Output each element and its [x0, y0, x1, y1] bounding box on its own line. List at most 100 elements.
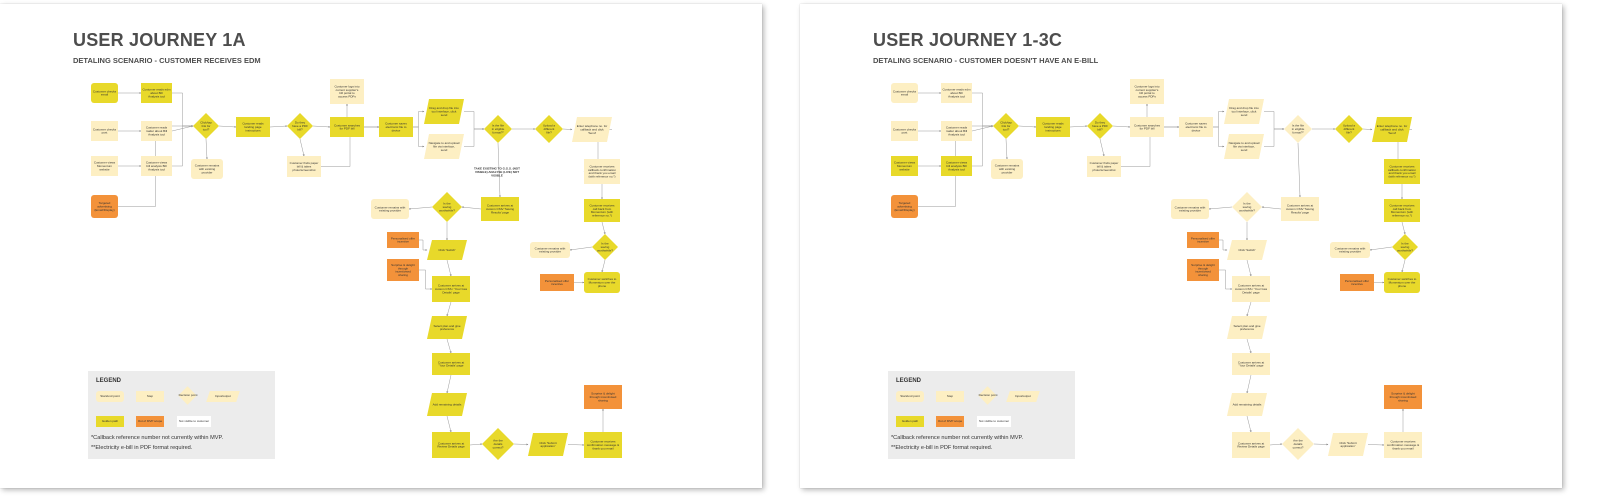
connector-line [1246, 374, 1252, 394]
node-shape [1179, 117, 1213, 137]
connector-line [1367, 443, 1385, 446]
legend-start-end-label: Start/end point [100, 393, 120, 398]
node-shape [1224, 134, 1264, 159]
flow-node-p4: Click 'Switch' [1227, 240, 1267, 260]
node-shape [1087, 113, 1113, 139]
connector-line [461, 206, 482, 210]
node-shape [941, 121, 972, 141]
connector-line [446, 338, 452, 354]
page-title: USER JOURNEY 1A [73, 30, 246, 50]
connector-line [1018, 125, 1037, 128]
node-shape [991, 159, 1023, 179]
connector-line [1246, 301, 1252, 317]
flow-node-b11: Customer arrives at'Your Details' page [432, 353, 470, 375]
legend-input-output-label: Input/output [215, 393, 231, 398]
node-shape [1036, 117, 1070, 137]
node-shape [141, 121, 172, 141]
connector-line [446, 415, 452, 433]
legend-step-label: Step [946, 393, 954, 398]
node-shape [91, 195, 118, 218]
connector-line [1261, 206, 1282, 210]
legend-step: Step [136, 391, 164, 402]
node-shape [540, 274, 574, 291]
connector-line [1208, 206, 1233, 210]
node-shape [1227, 240, 1267, 260]
legend-golden-path-label: Golden path [901, 418, 919, 423]
node-shape [891, 195, 918, 218]
node-shape [432, 276, 470, 302]
connector-line [312, 125, 331, 128]
legend-out-of-scope: Out of MVP scope [936, 416, 964, 427]
legend-start-end: Start/end point [96, 391, 124, 402]
connector-line [1313, 443, 1329, 446]
node-label: Click 'Switch' [438, 248, 456, 252]
connector-line [408, 206, 433, 210]
node-label: Customer arrives at'Your Details' page [438, 360, 464, 367]
legend-not-visible: Not visible to customer [977, 416, 1011, 427]
connector-line [601, 259, 606, 273]
legend-title: LEGEND [96, 378, 122, 384]
node-label: Click 'Switch' [1238, 248, 1256, 252]
legend-step: Step [936, 391, 964, 402]
node-shape [1335, 115, 1363, 143]
connectors [118, 92, 612, 446]
node-shape [530, 242, 570, 258]
connector-line [321, 126, 380, 167]
connector-line [1369, 246, 1393, 251]
connector-line [1246, 415, 1252, 433]
connector-line [1246, 259, 1252, 277]
legend-start-end-label: Start/end point [900, 393, 920, 398]
node-label: Add remaining details [433, 403, 462, 407]
node-shape [330, 117, 364, 137]
node-label: Customer arrives at'Your Details' page [1238, 360, 1264, 367]
legend-decision-label: Decision point [978, 393, 998, 398]
connector-line [218, 125, 237, 128]
node-shape [191, 159, 223, 179]
